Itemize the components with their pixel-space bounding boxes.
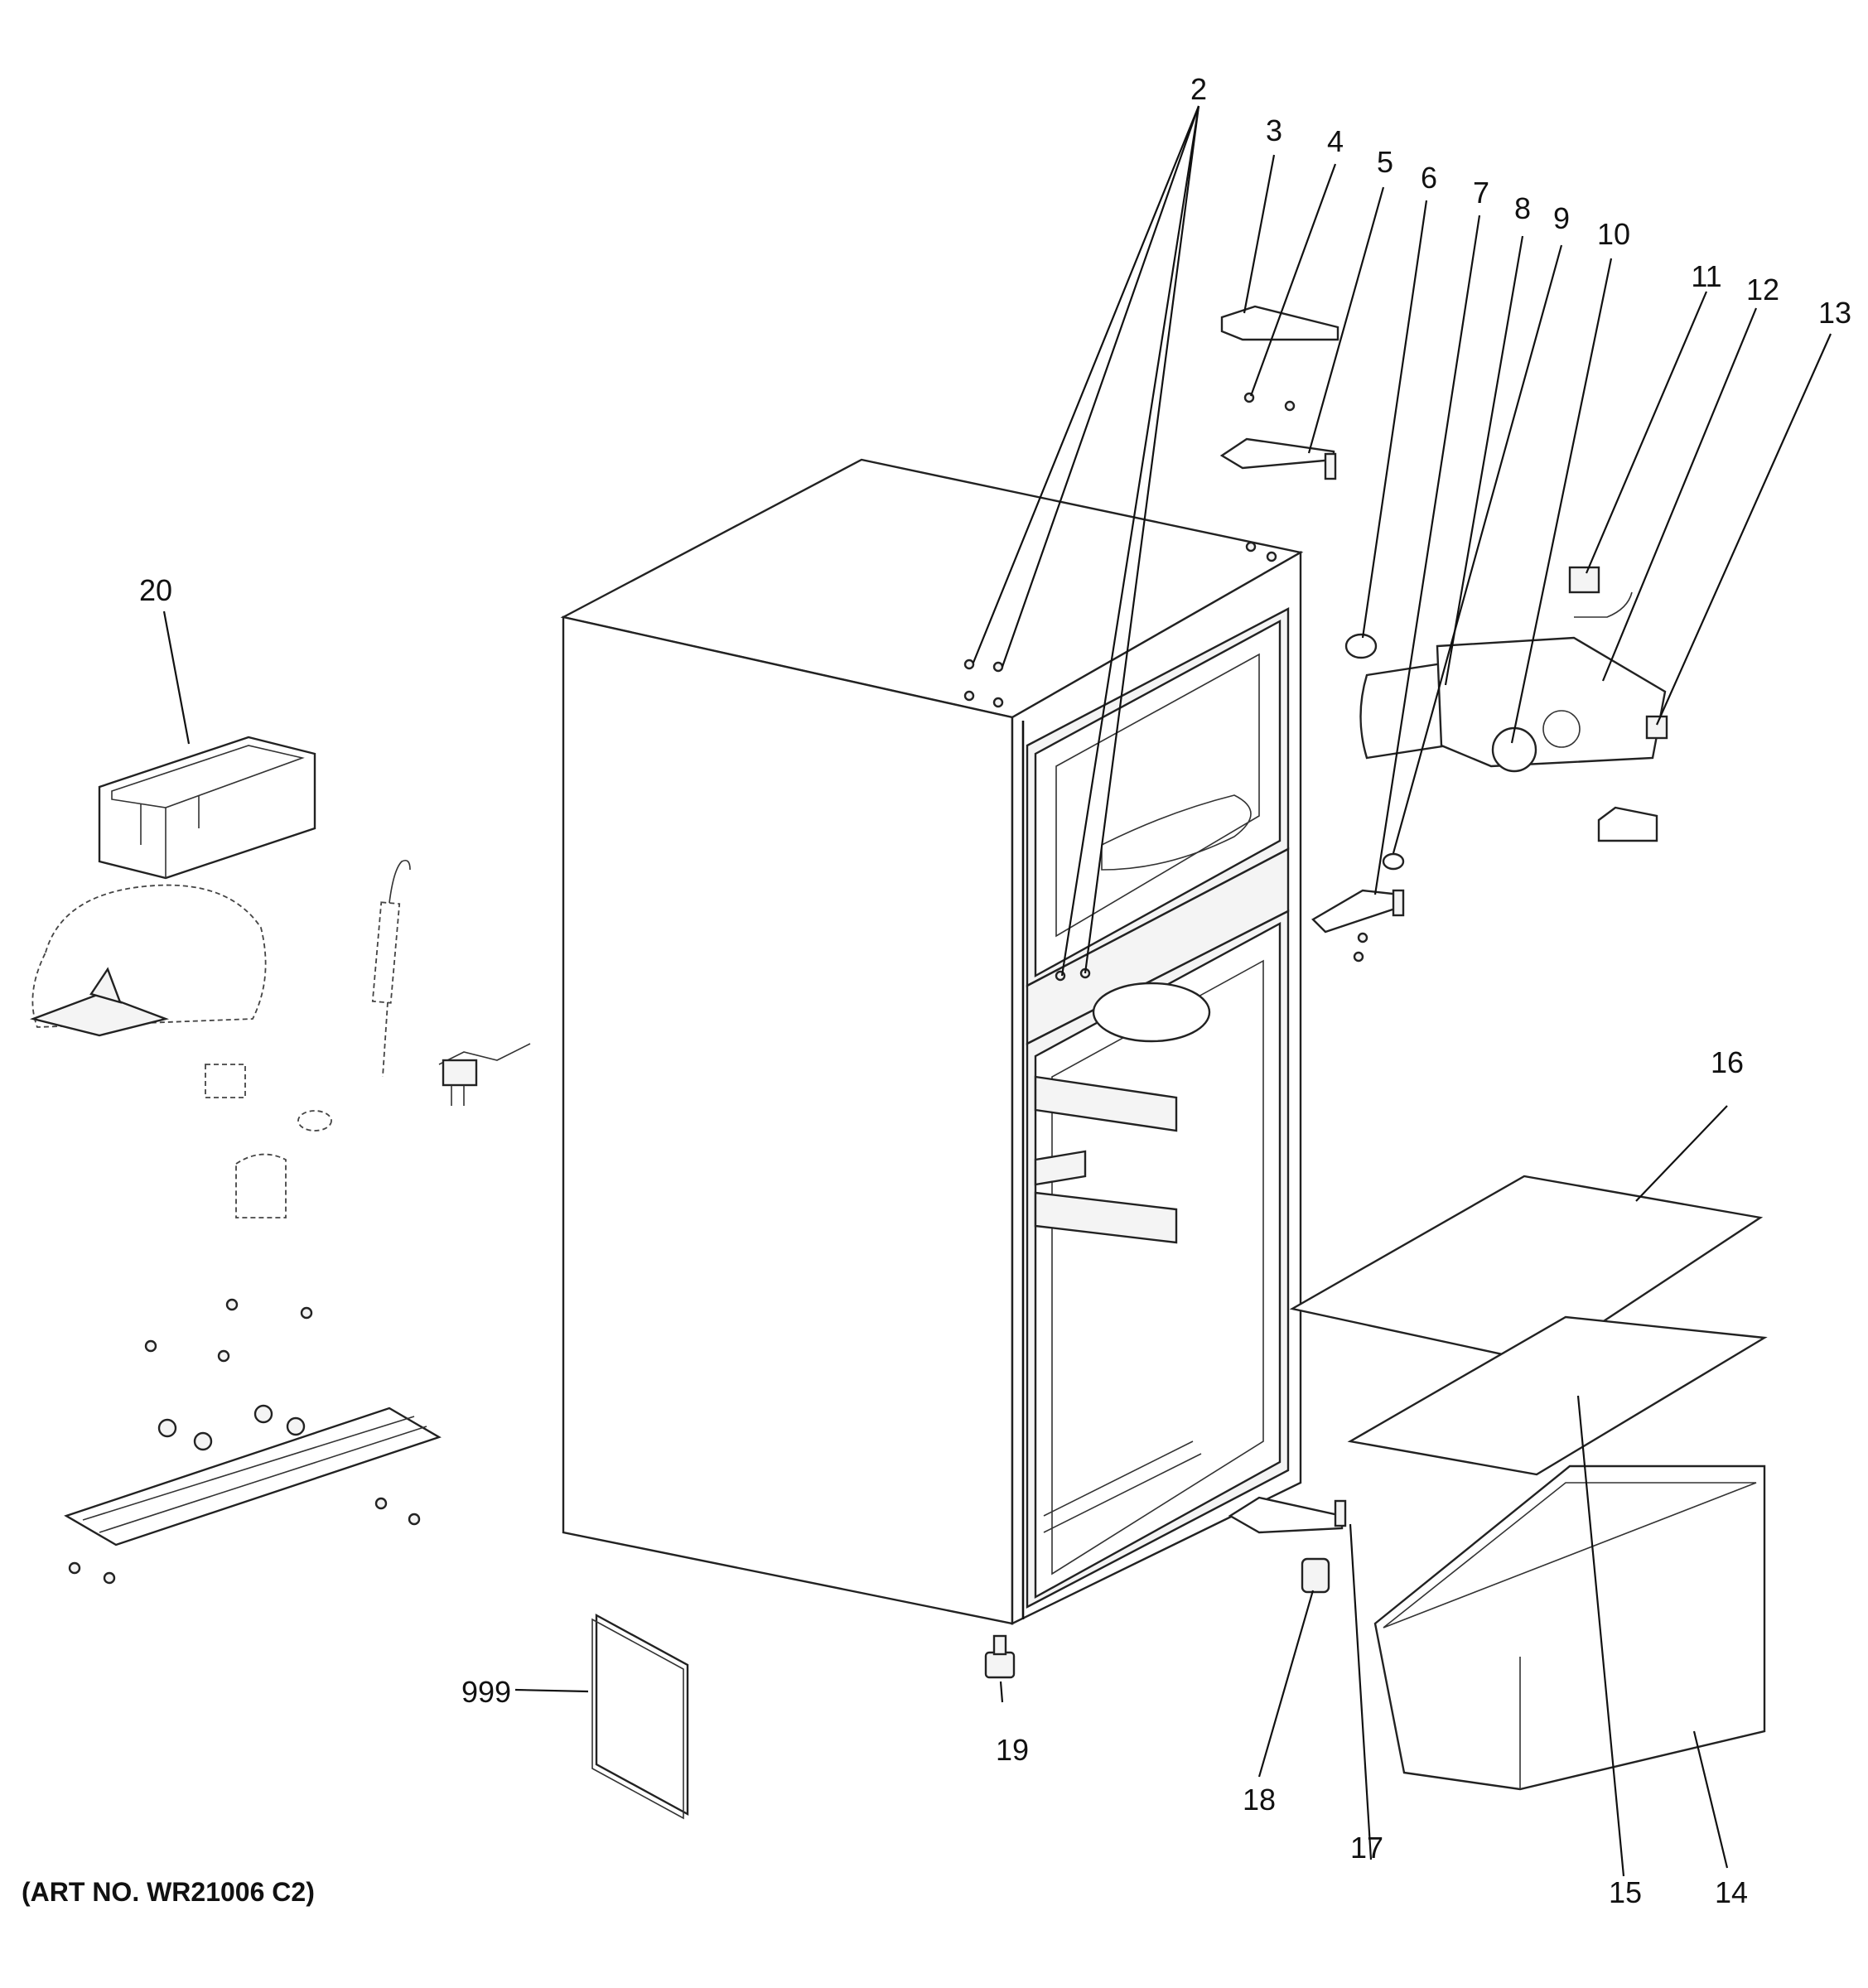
callout-5: 5: [1377, 145, 1393, 179]
callout-15: 15: [1609, 1875, 1642, 1909]
callout-12: 12: [1746, 273, 1779, 306]
callout-16: 16: [1711, 1045, 1744, 1079]
callout-8: 8: [1514, 191, 1531, 225]
callout-17: 17: [1350, 1831, 1383, 1865]
callout-6: 6: [1421, 161, 1437, 195]
callout-14: 14: [1715, 1875, 1748, 1909]
callout-20: 20: [139, 573, 172, 607]
art-number: (ART NO. WR21006 C2): [22, 1877, 315, 1907]
callout-10: 10: [1597, 217, 1630, 251]
callout-2: 2: [1190, 72, 1207, 106]
callout-7: 7: [1473, 176, 1489, 210]
lower-door-parts: [591, 889, 1768, 1820]
refrigerator-cabinet: [560, 458, 1304, 1625]
callout-13: 13: [1818, 296, 1851, 330]
callout-labels: 2 3 4 5 6 7 8 9 10 11 12 13 14 15 16 17 …: [139, 72, 1851, 1909]
callout-19: 19: [996, 1733, 1029, 1767]
control-housing: [1344, 566, 1668, 871]
callout-3: 3: [1266, 113, 1282, 147]
callout-999: 999: [461, 1675, 511, 1709]
callout-18: 18: [1243, 1783, 1276, 1817]
top-hinge-parts: [1219, 305, 1339, 480]
compressor-parts: [29, 736, 531, 1585]
callout-11: 11: [1691, 259, 1721, 293]
leader-lines: [162, 105, 1832, 1877]
callout-9: 9: [1553, 201, 1570, 235]
callout-4: 4: [1327, 124, 1344, 158]
